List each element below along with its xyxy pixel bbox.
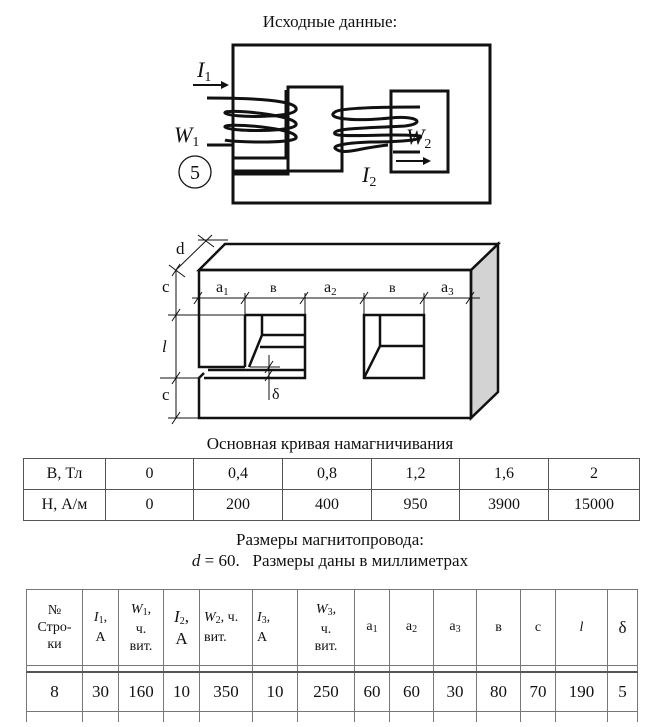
core-outline bbox=[231, 43, 492, 205]
cell-c: 70 bbox=[520, 671, 556, 712]
cell: 0,4 bbox=[193, 458, 283, 490]
dim-label-a2: a2 bbox=[324, 279, 337, 298]
cell-a2: 60 bbox=[389, 671, 434, 712]
separator-row bbox=[26, 665, 638, 673]
magnetization-table: B, Тл 0 0,4 0,8 1,2 1,6 2 H, А/м 0 200 4… bbox=[23, 458, 640, 521]
header-a3: a3 bbox=[433, 589, 477, 666]
dims-caption: Размеры магнитопровода: bbox=[236, 530, 424, 549]
cell-i3: 10 bbox=[252, 671, 298, 712]
cell: 2 bbox=[548, 458, 640, 490]
cell: 200 bbox=[193, 489, 283, 521]
header-b: в bbox=[476, 589, 521, 666]
w2-label: W2 bbox=[406, 124, 431, 152]
cell: 1,6 bbox=[459, 458, 549, 490]
i2-arrow-icon bbox=[396, 157, 431, 165]
header-i2: I2,А bbox=[163, 589, 200, 666]
dim-label-b2: в bbox=[389, 281, 396, 296]
dim-label-delta: δ bbox=[272, 386, 280, 403]
header-w1: W1,ч.вит. bbox=[118, 589, 164, 666]
dim-label-a1: a1 bbox=[216, 279, 229, 298]
cell-l: 190 bbox=[555, 671, 608, 712]
header-a1: a1 bbox=[354, 589, 390, 666]
cell: 1,2 bbox=[371, 458, 460, 490]
dims-note: d = 60. Размеры даны в миллиметрах bbox=[191, 551, 469, 570]
variant-circle bbox=[178, 155, 212, 189]
cell: 950 bbox=[371, 489, 460, 521]
table-row-h: H, А/м 0 200 400 950 3900 15000 bbox=[23, 489, 640, 521]
header-delta: δ bbox=[607, 589, 638, 666]
cell: 3900 bbox=[459, 489, 549, 521]
core-right-window bbox=[389, 89, 450, 174]
header-w2: W2, ч.вит. bbox=[199, 589, 253, 666]
dim-label-b1: в bbox=[270, 281, 277, 296]
cell-a1: 60 bbox=[354, 671, 390, 712]
cell-w2: 350 bbox=[199, 671, 253, 712]
core-front-outline bbox=[197, 268, 473, 420]
magnetic-circuit-diagram bbox=[231, 43, 492, 205]
cell: 0 bbox=[105, 458, 194, 490]
table-row-b: B, Тл 0 0,4 0,8 1,2 1,6 2 bbox=[23, 458, 640, 490]
core-3d-drawing: d c l c a1 в a2 в a3 δ bbox=[160, 234, 502, 425]
cell-w1: 160 bbox=[118, 671, 164, 712]
cell-i2: 10 bbox=[163, 671, 200, 712]
diagrams: I1 W1 5 W2 I2 bbox=[160, 43, 502, 425]
row-label: H, А/м bbox=[23, 489, 106, 521]
i1-arrow-icon bbox=[193, 81, 229, 89]
cell-w3: 250 bbox=[297, 671, 355, 712]
header-w3: W3,ч.вит. bbox=[297, 589, 355, 666]
cell-delta: 5 bbox=[607, 671, 638, 712]
dim-label-c-bottom: c bbox=[162, 385, 170, 404]
variant-number: 5 bbox=[190, 162, 200, 184]
dim-label-c-top: c bbox=[162, 277, 170, 296]
i2-label: I2 bbox=[361, 162, 376, 190]
cell: 400 bbox=[282, 489, 372, 521]
cell: 15000 bbox=[548, 489, 640, 521]
header-i3: I3,А bbox=[252, 589, 298, 666]
w1-label: W1 bbox=[174, 122, 199, 150]
initial-data-caption: Исходные данные: bbox=[262, 12, 398, 31]
header-a2: a2 bbox=[389, 589, 434, 666]
magnetization-curve-caption: Основная кривая намагничивания bbox=[206, 434, 454, 453]
cell-row-number: 8 bbox=[26, 671, 83, 712]
table-row-partial bbox=[26, 711, 638, 722]
core-side-face bbox=[469, 241, 500, 421]
coil-w2 bbox=[331, 105, 423, 154]
coil-w1 bbox=[206, 96, 298, 147]
header-c: c bbox=[520, 589, 556, 666]
header-l: l bbox=[555, 589, 608, 666]
core-left-leg bbox=[231, 45, 288, 160]
cell-a3: 30 bbox=[433, 671, 477, 712]
header-i1: I1,А bbox=[82, 589, 119, 666]
dim-label-l: l bbox=[162, 337, 167, 356]
table-row: 8 30 160 10 350 10 250 60 60 30 80 70 19… bbox=[26, 671, 638, 712]
cell: 0,8 bbox=[282, 458, 372, 490]
row-label: B, Тл bbox=[23, 458, 106, 490]
core-top-face bbox=[195, 242, 502, 272]
dim-label-a3: a3 bbox=[441, 279, 454, 298]
cell-i1: 30 bbox=[82, 671, 119, 712]
cell: 0 bbox=[105, 489, 194, 521]
cell-b: 80 bbox=[476, 671, 521, 712]
dim-label-d: d bbox=[176, 239, 185, 258]
i1-label: I1 bbox=[196, 57, 211, 85]
